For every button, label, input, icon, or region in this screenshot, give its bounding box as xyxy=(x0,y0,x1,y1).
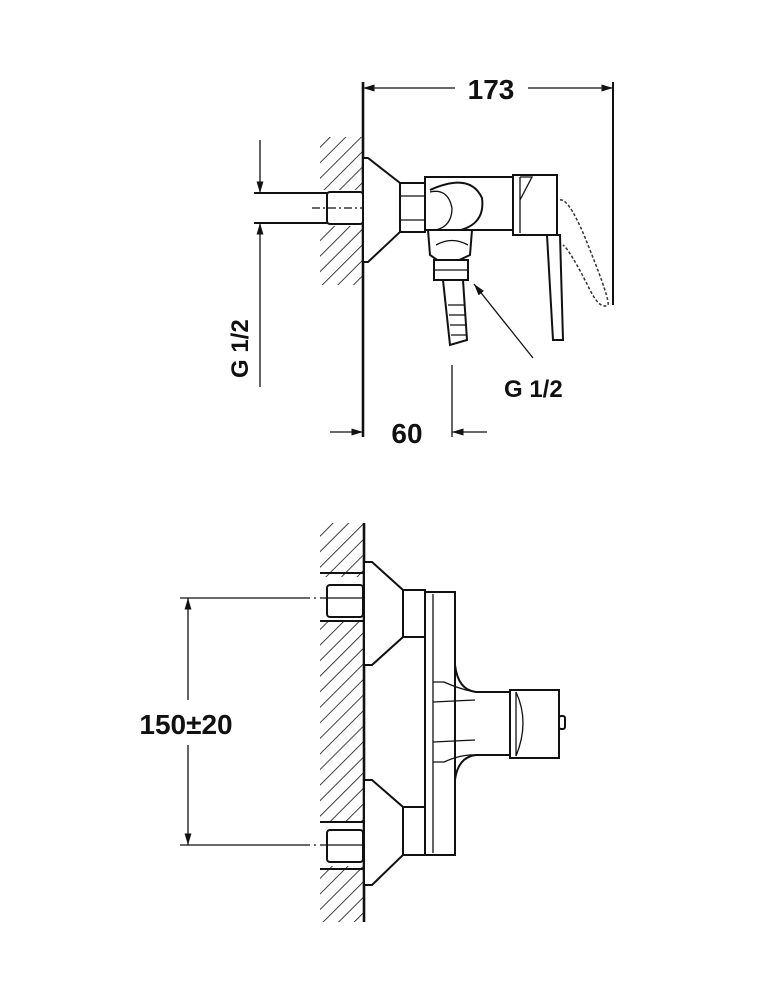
dimension-173-label: 173 xyxy=(468,74,515,105)
handle-cap xyxy=(558,715,566,730)
dimension-60-label: 60 xyxy=(391,418,422,449)
mixer-body-side xyxy=(424,174,609,347)
handle-front xyxy=(509,689,560,759)
nut-bottom xyxy=(402,806,426,856)
lever-handle-side xyxy=(545,234,565,341)
dimension-173: 173 xyxy=(363,74,614,305)
inlet-stub-top xyxy=(326,584,364,618)
front-view: 150±20 xyxy=(139,523,566,922)
lever-alt-position xyxy=(559,199,609,307)
inlet-stub-bottom xyxy=(326,829,364,863)
escutcheon-bottom xyxy=(363,779,404,886)
dimension-150: 150±20 xyxy=(139,597,378,846)
escutcheon-top xyxy=(363,561,404,666)
escutcheon-side xyxy=(362,157,401,263)
dimension-60: 60 xyxy=(330,365,487,449)
inlet-pipe-side: G 1/2 xyxy=(227,140,384,387)
nut-top xyxy=(402,589,426,638)
outlet-thread-label: G 1/2 xyxy=(504,376,563,403)
dimension-150-label: 150±20 xyxy=(139,709,232,740)
mixer-body-front xyxy=(424,591,566,856)
nut-side xyxy=(399,182,426,233)
inlet-thread-label: G 1/2 xyxy=(227,319,254,378)
side-view: 173 G 1/2 xyxy=(227,74,614,449)
